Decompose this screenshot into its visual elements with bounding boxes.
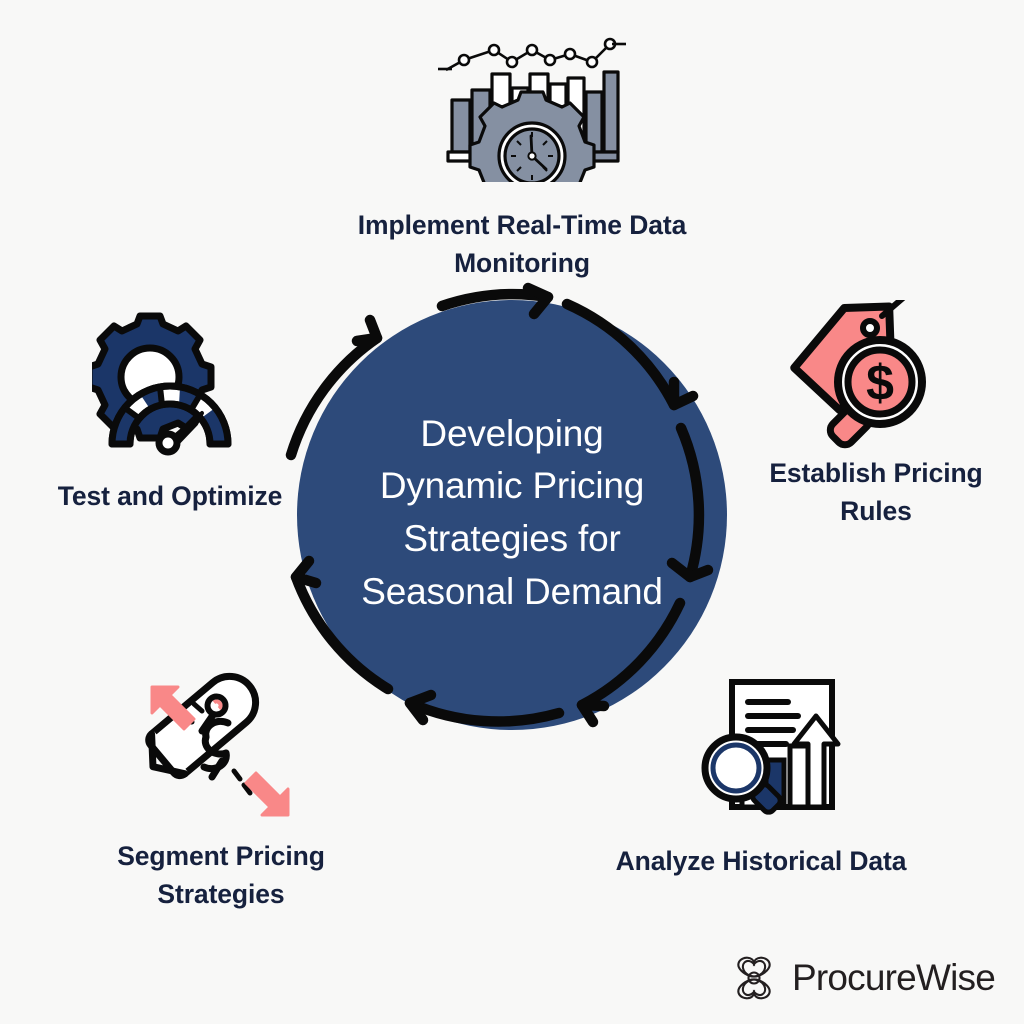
- brand-name: ProcureWise: [792, 957, 996, 998]
- price-tag-magnifier-dollar-icon: $: [786, 295, 946, 450]
- svg-text:$: $: [866, 355, 894, 411]
- node-label-establish-pricing-rules: Establish Pricing Rules: [769, 458, 983, 526]
- node-label-analyze-historical-data: Analyze Historical Data: [615, 846, 907, 876]
- center-title: Developing Dynamic Pricing Strategies fo…: [361, 412, 663, 612]
- brand-lockup: ProcureWise: [728, 952, 996, 1004]
- interlocking-knot-logo-icon: [737, 956, 771, 1000]
- bar-chart-gear-clock-icon: [432, 32, 632, 221]
- center-hub: Developing Dynamic Pricing Strategies fo…: [297, 300, 727, 730]
- node-label-implement-real-time-data-monitoring: Implement Real-Time Data Monitoring: [357, 210, 687, 278]
- node-label-segment-pricing-strategies: Segment Pricing Strategies: [117, 841, 325, 909]
- document-bar-chart-magnifier-icon: [694, 666, 846, 821]
- split-price-tag-arrows-icon: [136, 665, 304, 825]
- node-label-test-and-optimize: Test and Optimize: [57, 481, 283, 511]
- gear-gauge-icon: [85, 312, 257, 460]
